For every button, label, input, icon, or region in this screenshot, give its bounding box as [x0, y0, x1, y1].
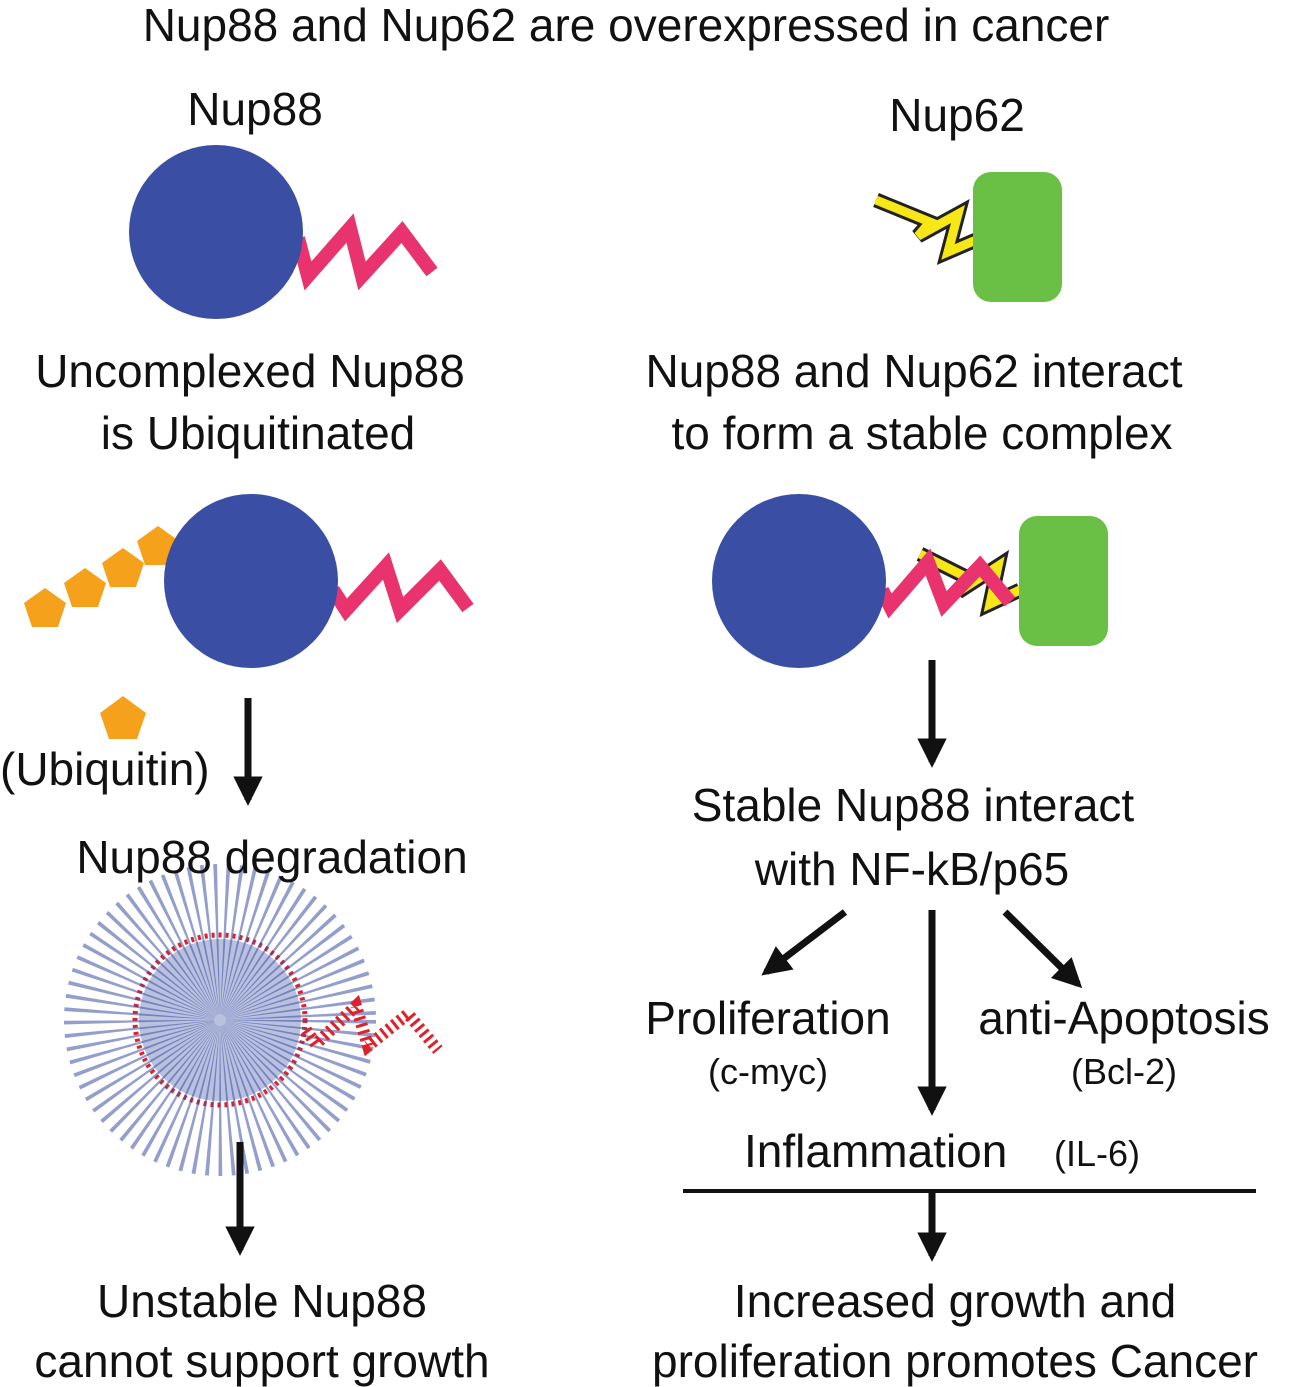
nup88-globular-domain — [129, 145, 303, 319]
free-nup88-protein — [129, 145, 438, 319]
unstable-outcome-line2: cannot support growth — [34, 1335, 490, 1387]
nup88-tail — [327, 552, 474, 624]
proliferation-gene: (c-myc) — [708, 1051, 828, 1092]
nup88-heading: Nup88 — [187, 83, 323, 135]
interact-label-line2: to form a stable complex — [671, 407, 1173, 459]
proliferation-label: Proliferation — [645, 992, 891, 1044]
diagram-title: Nup88 and Nup62 are overexpressed in can… — [142, 0, 1110, 51]
arrow-to-anti-apoptosis — [1002, 909, 1083, 989]
inflammation-gene: (IL-6) — [1054, 1133, 1141, 1174]
uncomplexed-label-line2: is Ubiquitinated — [100, 407, 416, 459]
interact-label-line1: Nup88 and Nup62 interact — [645, 345, 1183, 397]
degraded-nup88 — [64, 864, 443, 1176]
anti-apoptosis-gene: (Bcl-2) — [1071, 1051, 1177, 1092]
nup88-globular-domain — [712, 494, 886, 668]
inflammation-label: Inflammation — [744, 1125, 1008, 1177]
nup62-domain — [1019, 516, 1108, 646]
ubiquitin-chain-unit — [64, 568, 106, 607]
degradation-label: Nup88 degradation — [76, 831, 468, 883]
nup62-heading: Nup62 — [889, 89, 1025, 141]
arrow-to-proliferation — [761, 909, 848, 976]
ubiquitin-chain-unit — [24, 588, 66, 627]
ubiquitin-chain-unit — [102, 548, 144, 587]
uncomplexed-label-line1: Uncomplexed Nup88 — [35, 345, 465, 397]
nup88-tail — [291, 213, 438, 291]
ubiquitin-icon — [100, 696, 146, 739]
unstable-outcome-line1: Unstable Nup88 — [97, 1275, 427, 1327]
stable-nup88-line1: Stable Nup88 interact — [691, 779, 1135, 831]
cancer-outcome-line2: proliferation promotes Cancer — [652, 1335, 1258, 1387]
nup62-domain — [973, 172, 1062, 302]
nup88-nup62-complex — [712, 494, 1108, 668]
anti-apoptosis-label: anti-Apoptosis — [978, 992, 1270, 1044]
nup88-globular-domain — [164, 494, 338, 668]
ubiquitin-label: (Ubiquitin) — [0, 743, 210, 795]
ubiquitinated-nup88 — [24, 494, 474, 739]
free-nup62-protein — [873, 172, 1062, 302]
stable-nup88-line2: with NF-kB/p65 — [754, 843, 1070, 895]
cancer-outcome-line1: Increased growth and — [733, 1275, 1177, 1327]
